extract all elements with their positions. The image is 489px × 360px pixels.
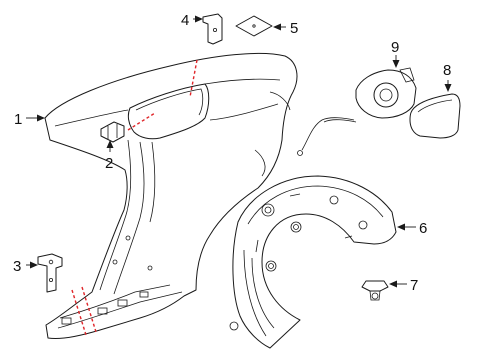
callout-5: 5 bbox=[290, 20, 298, 37]
callout-9: 9 bbox=[391, 39, 399, 56]
callout-1: 1 bbox=[14, 111, 22, 128]
callout-8: 8 bbox=[443, 62, 451, 79]
fuel-filler-housing-part-9 bbox=[297, 67, 417, 156]
callout-3: 3 bbox=[13, 258, 21, 275]
callout-6: 6 bbox=[419, 220, 427, 237]
cut-line-roof bbox=[189, 59, 198, 98]
callout-4: 4 bbox=[181, 12, 189, 29]
wheelhouse-liner bbox=[229, 175, 397, 349]
leader-lines bbox=[26, 15, 452, 288]
bracket-part-3 bbox=[37, 253, 63, 293]
plate-part-5 bbox=[235, 15, 273, 37]
cut-line-rocker-b bbox=[81, 286, 97, 333]
bracket-part-2 bbox=[100, 121, 125, 143]
callout-2: 2 bbox=[105, 155, 113, 172]
bracket-part-4 bbox=[202, 13, 223, 45]
cut-line-rocker-a bbox=[71, 289, 87, 336]
fuel-door-part-8 bbox=[409, 93, 461, 139]
callout-7: 7 bbox=[410, 277, 418, 294]
clip-part-7 bbox=[361, 280, 389, 301]
